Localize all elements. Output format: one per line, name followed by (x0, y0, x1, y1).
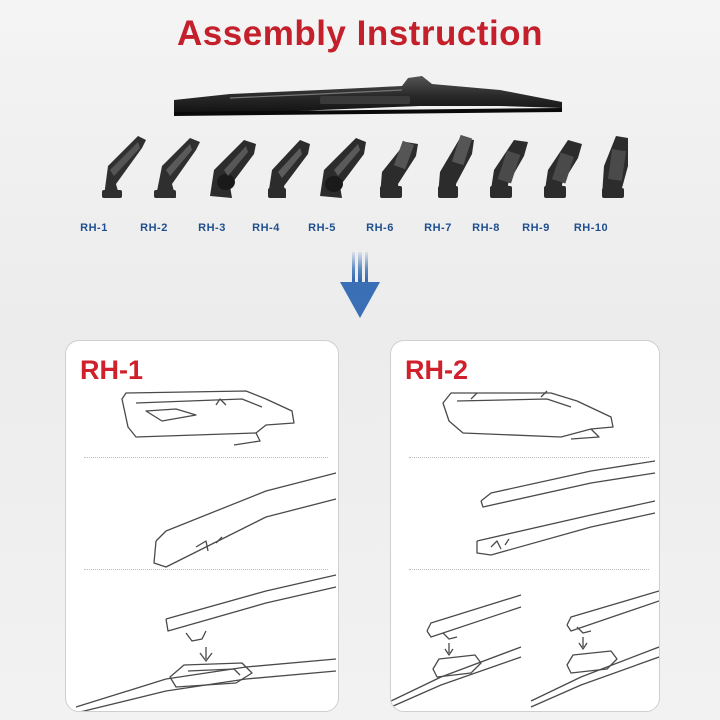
wiper-adapter-icon (102, 136, 146, 198)
wiper-adapter-icon (268, 140, 310, 198)
wiper-blade-icon (174, 76, 562, 116)
panel-rh2: RH-2 (390, 340, 660, 712)
adapter-label-rh2: RH-2 (140, 222, 168, 234)
adapter-label-rh5: RH-5 (308, 222, 336, 234)
down-arrow-icon (340, 252, 380, 318)
page-title: Assembly Instruction (177, 14, 543, 53)
panel-title: RH-2 (405, 355, 469, 385)
wiper-adapter-icon (320, 138, 366, 198)
wiper-adapter-icon (210, 140, 256, 198)
rh1-step-illustrations (75, 390, 337, 711)
step-divider (409, 457, 649, 458)
wiper-adapter-icon (154, 138, 200, 198)
panel-title: RH-1 (80, 355, 144, 385)
wiper-adapter-icon (544, 140, 582, 198)
adapter-label-rh9: RH-9 (522, 222, 550, 234)
rh2-step-illustrations (391, 390, 659, 708)
adapter-label-rh6: RH-6 (366, 222, 394, 234)
adapter-label-rh1: RH-1 (80, 222, 108, 234)
adapter-label-rh8: RH-8 (472, 222, 500, 234)
panel-rh1: RH-1 (65, 340, 339, 712)
adapter-row (70, 126, 630, 206)
wiper-adapter-icon (380, 140, 418, 198)
wiper-adapter-icon (438, 134, 474, 198)
adapter-label-rh4: RH-4 (252, 222, 280, 234)
step-divider (84, 457, 328, 458)
adapter-label-rh7: RH-7 (424, 222, 452, 234)
wiper-adapter-icon (602, 136, 628, 198)
wiper-adapter-icon (490, 140, 528, 198)
step-divider (409, 569, 649, 570)
adapter-label-rh3: RH-3 (198, 222, 226, 234)
step-divider (84, 569, 328, 570)
adapter-label-rh10: RH-10 (573, 222, 609, 234)
